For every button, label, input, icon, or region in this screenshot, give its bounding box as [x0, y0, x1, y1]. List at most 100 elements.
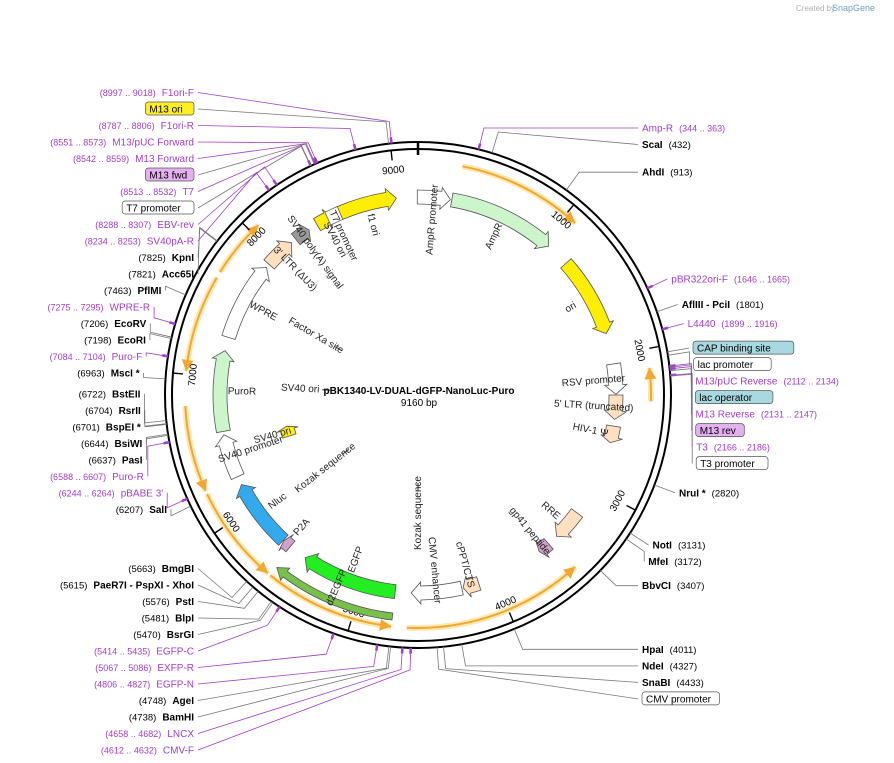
feature-box-lac-promoter[interactable]: lac promoter: [667, 351, 772, 371]
feature-hiv-1[interactable]: HIV-1 Ψ: [572, 422, 623, 444]
primer-l4440[interactable]: L4440(1899 .. 1916): [661, 319, 777, 331]
enzyme-nrui[interactable]: NruI *(2820): [654, 484, 740, 499]
enzyme-bsrgi[interactable]: (5470)BsrGI: [133, 602, 274, 641]
primer-wpre-r[interactable]: (7275 .. 7295)WPRE-R: [47, 303, 176, 326]
enzyme-sali[interactable]: (6207)SalI: [116, 505, 191, 517]
feature-box-cap-binding-site[interactable]: CAP binding site: [667, 340, 795, 355]
enzyme-bbvci[interactable]: BbvCI(3407): [600, 570, 704, 592]
feature-arrow: [554, 508, 584, 538]
primer-puro-f[interactable]: (7084 .. 7104)Puro-F: [50, 352, 169, 363]
feature-arrow: [304, 552, 397, 600]
enzyme-bsiwi[interactable]: (6644)BsiWI: [81, 433, 169, 450]
primer-cmv-f[interactable]: (4612 .. 4632)CMV-F: [101, 647, 412, 757]
primer-f1ori-r[interactable]: (8787 .. 8806)F1ori-R: [99, 121, 357, 151]
enzyme-scai[interactable]: ScaI(432): [491, 131, 691, 154]
feature-wpre[interactable]: WPRE: [221, 267, 279, 341]
enzyme-hpai[interactable]: HpaI(4011): [513, 628, 697, 656]
enzyme-snabi[interactable]: SnaBI(4433): [443, 646, 704, 689]
site-label-text: (5576)PstI: [142, 597, 194, 608]
feature-5-ltr-truncated[interactable]: 5' LTR (truncated): [554, 394, 634, 420]
enzyme-noti[interactable]: NotI(3131): [629, 532, 705, 552]
enzyme-blpi[interactable]: (5481)BlpI: [142, 600, 272, 625]
feature-ori[interactable]: ori: [560, 258, 615, 335]
feature-box-lac-operator[interactable]: lac operator: [669, 364, 774, 404]
enzyme-bmgbi[interactable]: (5663)BmgBI: [128, 564, 248, 599]
primer-exfp-r[interactable]: (5067 .. 5086)EXFP-R: [95, 633, 335, 674]
feature-box-m13-fwd[interactable]: M13 fwd: [145, 143, 315, 182]
feature-f1-ori[interactable]: f1 ori: [336, 187, 397, 237]
primer-ebv-rev[interactable]: (8288 .. 8307)EBV-rev: [95, 166, 278, 231]
feature-rsv-promoter[interactable]: RSV promoter: [561, 362, 628, 395]
primer-puro-r[interactable]: (6588 .. 6607)Puro-R: [50, 440, 170, 483]
primer-egfp-c[interactable]: (5414 .. 5435)EGFP-C: [94, 606, 281, 658]
site-name: SV40pA-R: [147, 237, 194, 248]
primer-m13-forward[interactable]: (8542 .. 8559)M13 Forward: [73, 143, 317, 165]
enzyme-pasi[interactable]: (6637)PasI: [88, 434, 169, 466]
tick-mark: [347, 621, 352, 632]
leader-line: [197, 647, 412, 751]
feature-box-t3-promoter[interactable]: T3 promoter: [670, 373, 769, 470]
feature-rre[interactable]: RRE: [539, 500, 584, 538]
enzyme-psti[interactable]: (5576)PstI: [142, 590, 259, 609]
enzyme-acc65i[interactable]: (7821)Acc65I: [128, 227, 218, 281]
primer-lncx[interactable]: (4658 .. 4682)LNCX: [105, 647, 404, 741]
primer-pbabe-3[interactable]: (6244 .. 6264)pBABE 3': [59, 488, 188, 509]
leader-line: [513, 628, 638, 650]
enzyme-bspei[interactable]: (6701)BspEI *: [72, 422, 167, 433]
orf-arc: [461, 163, 578, 226]
primer-sv40pa-r[interactable]: (8234 .. 8253)SV40pA-R: [85, 171, 271, 248]
enzyme-ecori[interactable]: (7198)EcoRI: [84, 333, 172, 347]
feature-box-m13-ori[interactable]: M13 ori: [145, 101, 389, 144]
feature-arrow: [603, 362, 628, 395]
feature-ampr[interactable]: AmpR: [450, 192, 550, 251]
feature-box-t7-promoter[interactable]: T7 promoter: [121, 145, 311, 215]
enzyme-afliii-pcii[interactable]: AflIII - PciI(1801): [656, 300, 764, 313]
enzyme-bsteii[interactable]: (6722)BstEII: [79, 389, 167, 424]
snapgene-brand: SnapGene: [832, 3, 875, 13]
primer-pbr322ori-f[interactable]: pBR322ori-F(1646 .. 1665): [646, 275, 790, 290]
feature-puror[interactable]: PuroR: [211, 350, 256, 434]
feature-box-cmv-promoter[interactable]: CMV promoter: [436, 647, 720, 705]
primer-egfp-n[interactable]: (4806 .. 4827)EGFP-N: [94, 644, 379, 691]
enzyme-pflmi[interactable]: (7463)PflMI: [104, 285, 186, 297]
site-label-text: (4658 .. 4682)LNCX: [105, 729, 194, 740]
tick-mark: [626, 504, 636, 511]
enzyme-ecorv[interactable]: (7206)EcoRV: [81, 319, 172, 338]
site-label-text: (7206)EcoRV: [81, 319, 147, 330]
enzyme-agei[interactable]: (4748)AgeI: [139, 646, 390, 707]
site-name: M13 Forward: [135, 154, 194, 165]
site-name: SalI: [149, 505, 167, 516]
site-position: (7198): [84, 336, 111, 347]
feature-nluc[interactable]: Nluc: [235, 484, 289, 546]
site-position: (4011): [670, 645, 697, 656]
feature-arrow: [600, 424, 623, 444]
enzyme-bamhi[interactable]: (4738)BamHI: [129, 646, 391, 724]
enzyme-paer7i-pspxi-xhoi[interactable]: (5615)PaeR7I - PspXI - XhoI: [60, 581, 254, 605]
feature-label: 5' LTR (truncated): [554, 398, 634, 414]
enzyme-ahdi[interactable]: AhdI(913): [565, 168, 692, 191]
primer-mark: [477, 143, 482, 150]
primer-f1ori-f[interactable]: (8997 .. 9018)F1ori-F: [100, 88, 393, 144]
enzyme-msci[interactable]: (6963)MscI *: [77, 369, 166, 380]
feature-cmv-enhancer[interactable]: CMV enhancer: [410, 537, 464, 606]
feature-arrow: [276, 567, 394, 621]
leader-line: [166, 492, 188, 509]
feature-box-m13-rev[interactable]: M13 rev: [669, 368, 745, 438]
primer-m13-puc-forward[interactable]: (8551 .. 8573)M13/pUC Forward: [50, 138, 319, 164]
site-label-text: ScaI(432): [642, 140, 691, 151]
tick-label: 7000: [187, 363, 200, 387]
site-position: (6722): [79, 389, 106, 400]
enzyme-ndei[interactable]: NdeI(4327): [461, 644, 697, 672]
site-name: CMV-F: [163, 746, 194, 757]
feature-ampr-promoter[interactable]: AmpR promoter: [416, 183, 451, 255]
primer-mark: [169, 321, 176, 326]
enzyme-mfei[interactable]: MfeI(3172): [625, 538, 702, 568]
feature-arrow: [211, 350, 235, 434]
leader-line: [143, 373, 166, 380]
feature-arrow: [221, 267, 270, 341]
label-box: [145, 167, 195, 182]
enzyme-rsrii[interactable]: (6704)RsrII: [85, 406, 167, 427]
site-name: EGFP-C: [156, 647, 194, 658]
primer-amp-r[interactable]: Amp-R(344 .. 363): [477, 124, 725, 150]
